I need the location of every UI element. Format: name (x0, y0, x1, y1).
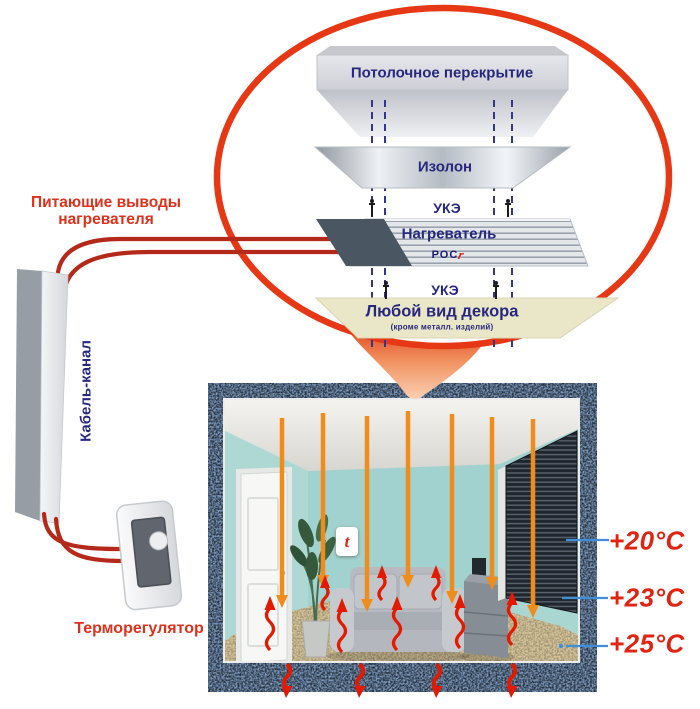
heat-rays-up (264, 565, 518, 654)
cable-channel-label: Кабель-канал (77, 340, 95, 442)
layer-label-uke-lower: УКЭ (431, 282, 459, 298)
heater-brand-text: РОС (431, 249, 459, 261)
red-up-arrow (506, 591, 518, 647)
wall-thermostat-icon: t (336, 527, 358, 556)
feed-wires-label-line1: Питающие выводы (30, 193, 182, 211)
red-up-arrow (391, 596, 403, 652)
thermostat-device (115, 500, 183, 611)
layer-label-ceiling-slab: Потолочное перекрытие (350, 64, 534, 82)
layer-decor (314, 297, 620, 339)
red-up-arrow (454, 594, 466, 650)
orange-arrow (486, 417, 498, 590)
red-up-arrow (431, 565, 441, 602)
layer-label-heater: Нагреватель (401, 225, 497, 243)
layer-izolon (313, 146, 572, 189)
layer-heater (316, 218, 589, 267)
orange-arrow (276, 418, 288, 608)
heat-loss-arrows (281, 662, 518, 698)
temperature-label-floor: +25°C (609, 628, 685, 659)
thermostat-wires (41, 511, 127, 564)
callout-ellipse (213, 4, 673, 350)
layer-label-uke-upper: УКЭ (433, 200, 461, 216)
red-up-arrow (377, 565, 387, 602)
plant-pot (301, 620, 331, 658)
window-blinds (498, 430, 578, 614)
heater-brand-logo: РОСr (431, 246, 467, 262)
red-down-arrow (506, 662, 518, 698)
temperature-label-ceiling: +20°C (609, 525, 685, 556)
layer-label-decor: Любой вид декора (365, 302, 519, 321)
temperature-label-middle: +23°C (609, 582, 685, 613)
layer-ceiling-slab (316, 46, 569, 137)
red-down-arrow (431, 662, 443, 698)
speaker (472, 558, 486, 579)
orange-arrow (361, 416, 373, 612)
zoom-funnel-pointer (350, 333, 485, 399)
red-down-arrow (354, 662, 366, 698)
red-up-arrow (264, 596, 276, 652)
red-up-arrow (336, 598, 348, 654)
room-door (236, 467, 292, 661)
red-up-arrow (320, 575, 330, 612)
screw-icon (383, 281, 389, 299)
thermostat-panel (130, 516, 172, 588)
plant (290, 514, 336, 658)
thermostat-label: Терморегулятор (74, 620, 204, 637)
pointer-dot (558, 643, 564, 649)
temp-pointer-lines (558, 538, 609, 649)
orange-arrow (446, 414, 458, 604)
thermostat-knob[interactable] (149, 531, 169, 551)
screw-icon (369, 199, 375, 217)
heater-terminal (316, 219, 412, 266)
room-photo (225, 400, 578, 661)
screw-icon (493, 281, 499, 299)
orange-arrow (527, 419, 539, 618)
feed-wires-label: Питающие выводы нагревателя (31, 194, 181, 228)
fastener-screws (369, 199, 511, 299)
layer-label-izolon: Изолон (417, 158, 473, 176)
screw-icon (505, 199, 511, 217)
orange-arrow (402, 411, 414, 588)
layer-label-decor-note: (кроме металл. изделий) (390, 322, 494, 332)
feed-wires-label-line2: нагревателя (58, 211, 154, 228)
cable-channel (15, 269, 69, 524)
heat-rays-down (276, 411, 539, 618)
red-down-arrow (281, 662, 293, 698)
power-wires (55, 236, 351, 287)
